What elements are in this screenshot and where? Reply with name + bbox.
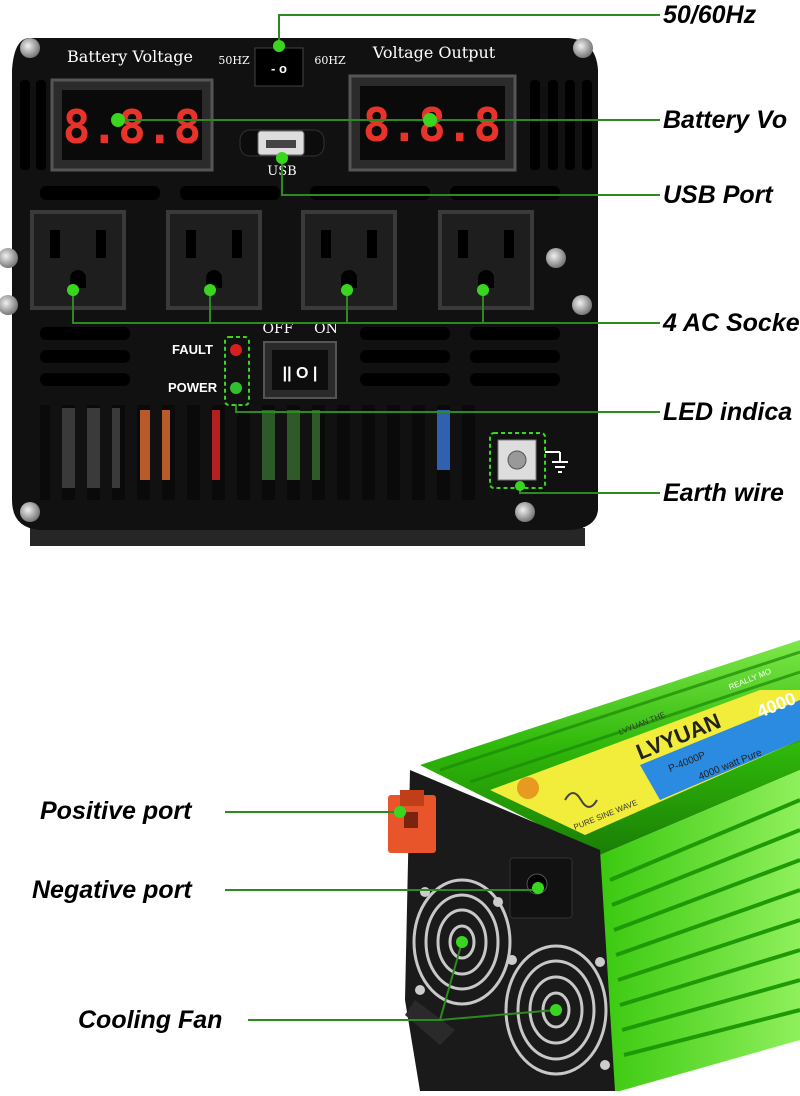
50hz-label: 50HZ: [218, 54, 250, 67]
on-label: ON: [314, 321, 338, 337]
power-led: [230, 382, 242, 394]
callout-label-led: LED indica: [663, 398, 793, 426]
off-label: OFF: [263, 321, 294, 337]
battery-voltage-label: Battery Voltage: [67, 47, 193, 66]
fault-led: [230, 344, 242, 356]
callout-lines-bottom: [225, 811, 557, 1021]
callout-dots-top: [67, 40, 525, 491]
screw-icon: [0, 38, 593, 522]
battery-voltage-digits: 8.8.8: [63, 100, 201, 154]
power-label: POWER: [168, 380, 218, 395]
voltage-output-label: Voltage Output: [372, 43, 496, 62]
inverter-body: LVYUAN P-4000P 4000 watt Pure 4000 PURE …: [388, 640, 800, 1091]
callout-label-negative-port: Negative port: [32, 876, 192, 904]
ac-socket[interactable]: [30, 210, 126, 310]
callout-label-cooling-fan: Cooling Fan: [78, 1006, 223, 1034]
callout-label-frequency: 50/60Hz: [663, 1, 757, 29]
60hz-label: 60HZ: [314, 54, 346, 67]
fan-grille-icon: [412, 878, 608, 1076]
frequency-switch-glyph: - o: [271, 61, 287, 76]
callout-label-usb-port: USB Port: [663, 181, 773, 209]
frequency-switch[interactable]: [254, 47, 304, 87]
front-panel: Battery Voltage Voltage Output 50HZ 60HZ…: [0, 38, 598, 546]
callout-lines-top: [72, 14, 660, 494]
callout-label-positive-port: Positive port: [40, 797, 192, 825]
callout-label-battery-voltage: Battery Vo: [663, 106, 788, 134]
power-switch-glyph: || O |: [283, 365, 318, 382]
callout-label-ac-sockets: 4 AC Socke: [663, 309, 800, 337]
callout-dots-bottom: [394, 806, 562, 1016]
earth-ground-icon: [545, 451, 568, 473]
fault-label: FAULT: [172, 342, 213, 357]
callout-label-earth-wire: Earth wire: [663, 479, 784, 507]
bottom-vents: [40, 405, 487, 500]
sine-wave-icon: [564, 792, 598, 808]
